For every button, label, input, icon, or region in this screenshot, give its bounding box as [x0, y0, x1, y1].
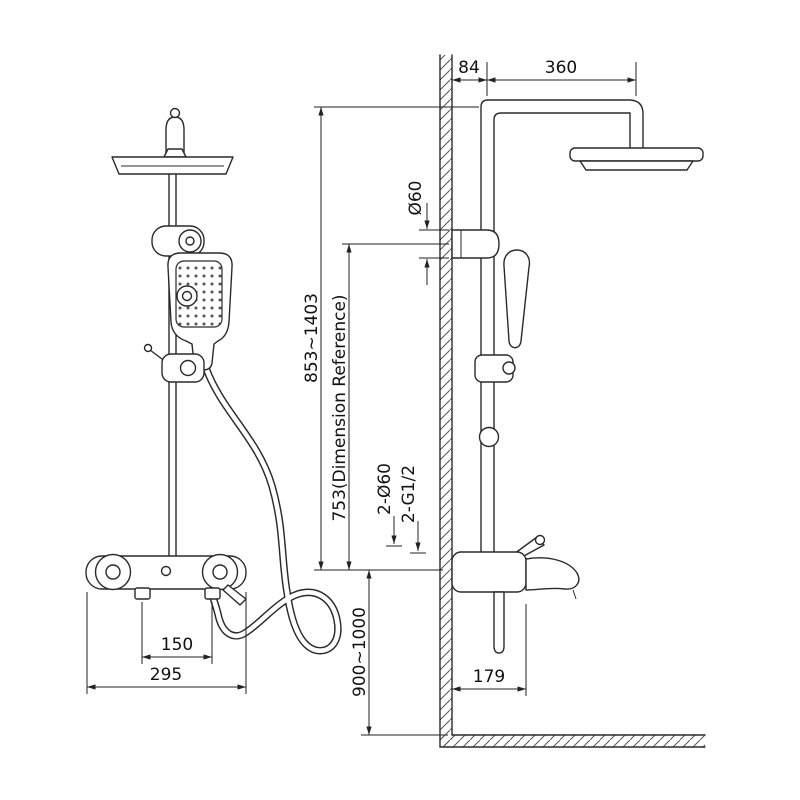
side-hand-shower — [503, 249, 531, 349]
wall-section — [439, 54, 706, 748]
side-rain-head — [569, 147, 704, 162]
side-slider-knob — [502, 361, 516, 375]
dim-overall-height-label: 853~1403 — [302, 293, 322, 383]
dim-arm-reach: 360 — [487, 58, 637, 96]
side-mixer-body — [451, 551, 527, 593]
side-view — [451, 99, 704, 654]
side-pipe-inner — [493, 112, 631, 553]
dim-wall-offset: 84 — [452, 58, 488, 96]
front-hand-shower-button-center — [181, 290, 193, 302]
dim-valve-width-label: 295 — [150, 665, 182, 685]
front-view — [85, 107, 342, 655]
front-hose-nut — [204, 587, 221, 600]
side-spout-drip — [572, 589, 577, 600]
dim-overall-height: 853~1403 — [302, 106, 479, 571]
dim-bracket-diameter: Ø60 — [406, 180, 449, 285]
side-hanging-hose — [493, 591, 505, 654]
side-pipe-outer — [480, 99, 644, 553]
front-slider-lever — [149, 349, 163, 360]
side-spout — [525, 557, 580, 591]
side-wall-connector — [451, 229, 500, 259]
dimensions: 84 360 Ø60 853~1403 753(Dimension R — [86, 58, 637, 736]
front-right-knob-center — [212, 564, 228, 580]
dim-inlet-thread: 2-G1/2 — [399, 465, 426, 554]
front-hose — [203, 365, 341, 653]
front-slider-lever-tip — [143, 343, 153, 353]
dim-inlet-diameter: 2-Ø60 — [375, 463, 402, 547]
dim-install-height-label: 900~1000 — [350, 607, 370, 697]
side-mixer-handle-tip — [534, 534, 546, 546]
dim-install-height: 900~1000 — [350, 570, 448, 736]
dim-riser-height-label: 753(Dimension Reference) — [330, 294, 350, 521]
side-hose-ring — [478, 426, 500, 448]
front-hand-shower-face — [175, 260, 223, 328]
dim-inlet-spacing-label: 150 — [161, 635, 193, 655]
front-mixer-logo — [160, 565, 172, 577]
dim-valve-width: 295 — [86, 592, 247, 694]
dim-valve-depth: 179 — [452, 604, 527, 696]
floor-hatch — [440, 735, 705, 747]
wall-hatch — [440, 55, 452, 747]
dim-arm-reach-label: 360 — [545, 58, 577, 78]
front-slider-knob — [179, 359, 197, 377]
side-rain-head-face — [579, 160, 694, 171]
dim-valve-depth-label: 179 — [473, 667, 505, 687]
dim-riser-height: 753(Dimension Reference) — [330, 243, 449, 570]
front-left-knob-center — [105, 564, 121, 580]
front-mixer-lever — [222, 584, 247, 606]
front-bracket-knob-center — [185, 236, 195, 246]
dim-inlet-diameter-label: 2-Ø60 — [375, 463, 395, 515]
front-head-hub — [163, 148, 187, 158]
dim-inlet-thread-label: 2-G1/2 — [399, 465, 419, 523]
front-arm-cap — [169, 107, 181, 119]
dim-wall-offset-label: 84 — [458, 58, 480, 78]
dim-bracket-diameter-label: Ø60 — [406, 180, 426, 215]
front-left-inlet — [134, 587, 151, 600]
dim-inlet-spacing: 150 — [141, 602, 213, 664]
